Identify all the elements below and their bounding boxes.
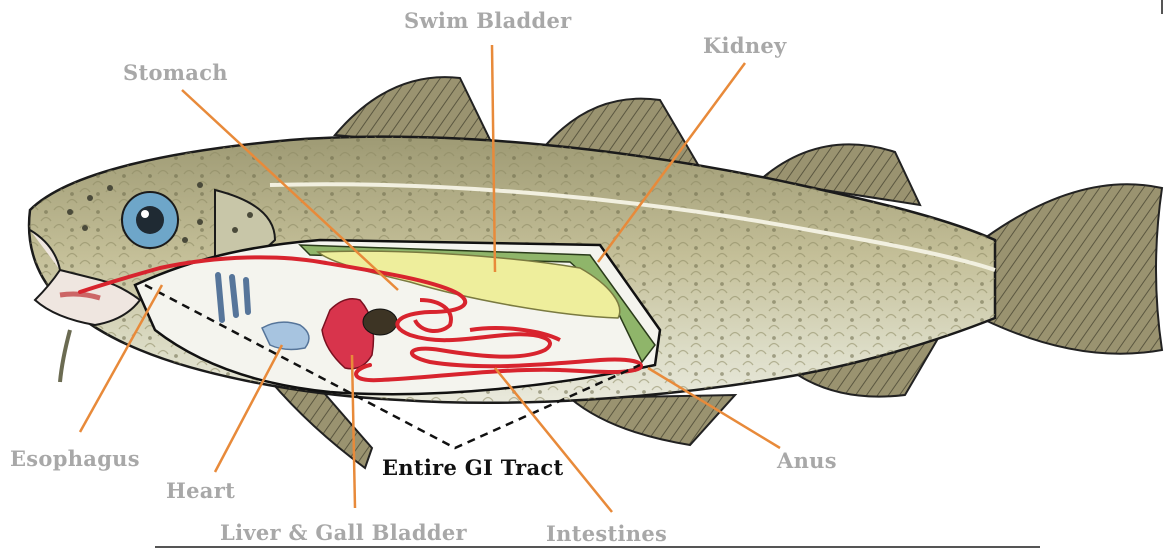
gall-bladder [363, 309, 397, 335]
tail-fin [985, 184, 1162, 354]
label-stomach: Stomach [123, 60, 228, 85]
label-esophagus: Esophagus [10, 446, 140, 471]
label-anus: Anus [777, 448, 837, 473]
label-entire-gi-tract: Entire GI Tract [382, 455, 564, 480]
barbel [60, 330, 70, 382]
label-kidney: Kidney [703, 33, 787, 58]
label-liver-gall-bladder: Liver & Gall Bladder [220, 520, 467, 545]
anal-fin-1 [570, 395, 735, 445]
label-intestines: Intestines [546, 521, 667, 546]
label-heart: Heart [166, 478, 235, 503]
label-swim-bladder: Swim Bladder [404, 8, 571, 33]
eye [122, 192, 178, 248]
